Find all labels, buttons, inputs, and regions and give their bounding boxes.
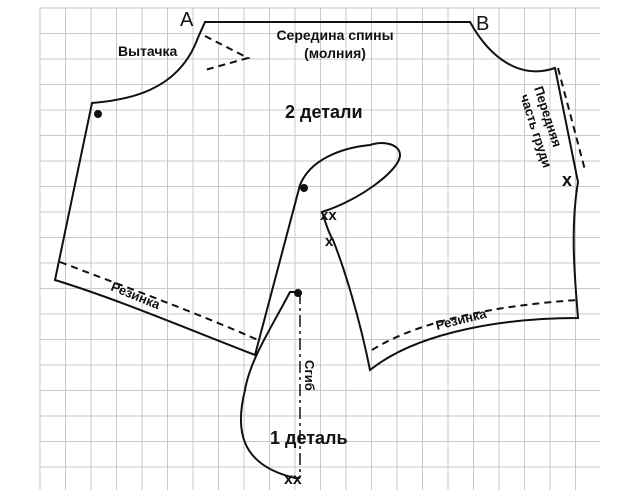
dart-label: Вытачка <box>118 43 177 59</box>
cross-mark-armhole-2: x <box>325 233 334 250</box>
single-part-outline <box>239 291 300 479</box>
dart-shape <box>204 35 251 71</box>
cross-mark-front: x <box>562 170 572 190</box>
point-b-label: B <box>476 13 489 35</box>
elastic-line-left <box>59 261 259 341</box>
elastic-label-left: Резинка <box>109 279 163 313</box>
grid-background <box>39 7 600 490</box>
point-a-label: A <box>180 9 194 31</box>
elastic-label-right: Резинка <box>434 306 488 333</box>
main-piece-outline <box>53 21 580 372</box>
two-parts-label: 2 детали <box>285 102 363 122</box>
one-part-label: 1 деталь <box>270 428 348 448</box>
center-back-label: Середина спины <box>276 27 393 43</box>
cross-mark-armhole-1: xx <box>320 207 337 224</box>
cross-mark-bottom: xx <box>284 471 302 488</box>
point-dot-upper-left <box>94 110 102 118</box>
zipper-label: (молния) <box>304 45 366 61</box>
point-dot-armhole <box>300 184 308 192</box>
point-dot-collar <box>294 289 302 297</box>
fold-label: Сгиб <box>302 360 317 391</box>
elastic-line-right <box>371 299 579 351</box>
front-chest-seam <box>557 67 586 171</box>
